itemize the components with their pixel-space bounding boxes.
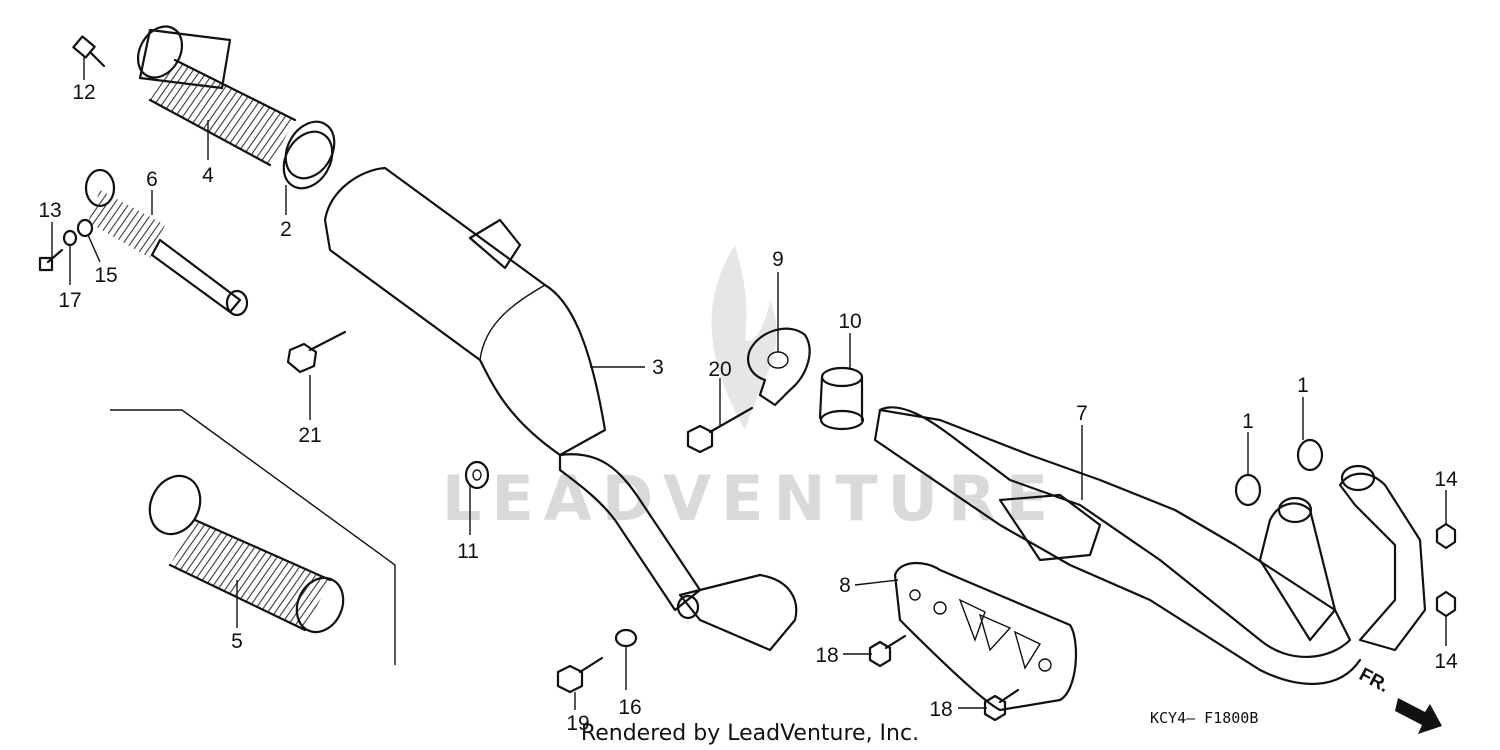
callout-8: 8	[839, 574, 851, 597]
callout-2: 2	[280, 218, 292, 241]
part-16-washer[interactable]	[614, 628, 638, 648]
part-12-bolt[interactable]	[72, 35, 106, 68]
part-18-bolt-b[interactable]	[983, 688, 1020, 722]
front-arrow-icon	[1395, 698, 1442, 734]
part-3-muffler[interactable]	[323, 166, 798, 652]
callout-labels: 12 4 2 6 13 15 17 21 5 3 11 16 19 20 9 1…	[38, 81, 1458, 735]
footer-credit: Rendered by LeadVenture, Inc.	[581, 721, 919, 746]
callout-18-b: 18	[929, 698, 952, 721]
callout-6: 6	[146, 168, 158, 191]
callout-19: 19	[566, 712, 589, 735]
callout-13: 13	[38, 199, 61, 222]
front-marker-text: FR.	[1356, 664, 1393, 697]
part-18-bolt-a[interactable]	[868, 634, 907, 668]
part-13-bolt[interactable]	[38, 248, 64, 272]
callout-5: 5	[231, 630, 243, 653]
part-2-gasket[interactable]	[274, 123, 342, 197]
callout-1-a: 1	[1242, 410, 1254, 433]
part-5-silencer-core[interactable]	[110, 409, 396, 665]
part-1-gasket-b[interactable]	[1296, 438, 1324, 472]
part-15-washer[interactable]	[76, 218, 94, 238]
leader-lines	[51, 56, 1447, 710]
watermark: LEADVENTURE	[442, 245, 1058, 535]
callout-16: 16	[618, 696, 641, 719]
callout-21: 21	[298, 424, 321, 447]
watermark-text: LEADVENTURE	[442, 462, 1058, 535]
callout-1-b: 1	[1297, 374, 1309, 397]
front-direction-marker: FR.	[1356, 664, 1442, 734]
part-14-nut-b[interactable]	[1435, 590, 1457, 618]
callout-7: 7	[1076, 402, 1088, 425]
callout-12: 12	[72, 81, 95, 104]
callout-18-a: 18	[815, 644, 838, 667]
callout-20: 20	[708, 358, 731, 381]
callout-4: 4	[202, 164, 214, 187]
part-20-bolt[interactable]	[686, 406, 754, 454]
callout-9: 9	[772, 248, 784, 271]
part-7-exhaust-pipe[interactable]	[873, 406, 1427, 686]
part-14-nut-a[interactable]	[1435, 522, 1457, 550]
callout-10: 10	[838, 310, 861, 333]
part-10-sleeve[interactable]	[818, 366, 865, 431]
part-21-bolt[interactable]	[286, 330, 347, 374]
part-17-washer[interactable]	[62, 229, 78, 247]
part-19-bolt[interactable]	[556, 656, 604, 694]
callout-15: 15	[94, 264, 117, 287]
part-11-grommet[interactable]	[464, 460, 490, 490]
callout-11: 11	[457, 540, 479, 563]
callout-3: 3	[652, 356, 664, 379]
part-4-silencer-core[interactable]	[129, 19, 344, 187]
part-6-spark-arrester[interactable]	[84, 168, 249, 317]
callout-17: 17	[58, 289, 81, 312]
part-8-heat-shield[interactable]	[893, 562, 1078, 712]
callout-14-a: 14	[1434, 468, 1458, 491]
callout-14-b: 14	[1434, 650, 1458, 673]
diagram-code: KCY4— F1800B	[1150, 709, 1258, 727]
part-1-gasket-a[interactable]	[1234, 473, 1262, 507]
